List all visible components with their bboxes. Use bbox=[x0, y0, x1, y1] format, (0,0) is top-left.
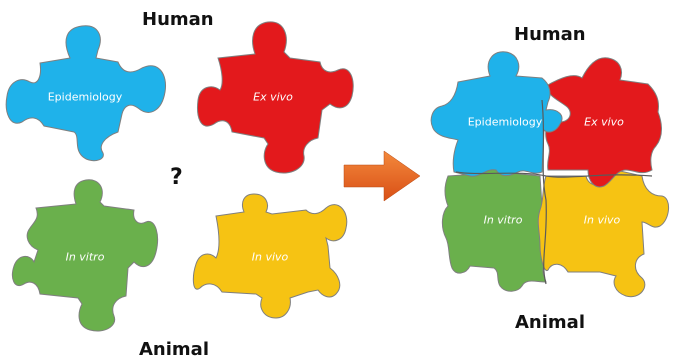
label-ex-vivo-left: Ex vivo bbox=[253, 91, 293, 104]
human-heading-right: Human bbox=[514, 24, 586, 45]
label-epidemiology-right: Epidemiology bbox=[468, 116, 543, 129]
label-in-vivo-right: In vivo bbox=[584, 214, 621, 227]
label-epidemiology-left: Epidemiology bbox=[48, 91, 123, 104]
label-in-vitro-left: In vitro bbox=[66, 251, 105, 264]
animal-heading-left: Animal bbox=[139, 339, 209, 360]
label-in-vivo-left: In vivo bbox=[252, 251, 289, 264]
animal-heading-right: Animal bbox=[515, 312, 585, 333]
arrow-shape bbox=[344, 151, 420, 201]
in-vivo-piece-right bbox=[538, 170, 668, 297]
question-mark: ? bbox=[170, 165, 183, 190]
label-in-vitro-right: In vitro bbox=[484, 214, 523, 227]
human-heading-left: Human bbox=[142, 9, 214, 30]
label-ex-vivo-right: Ex vivo bbox=[584, 116, 624, 129]
